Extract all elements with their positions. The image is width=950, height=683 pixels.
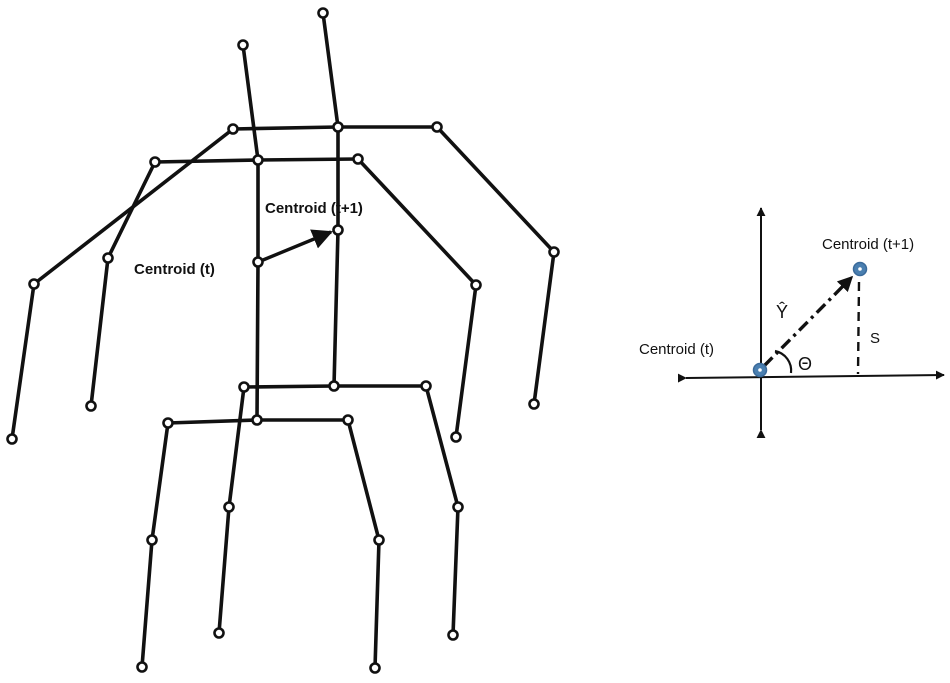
joint [149,156,161,168]
y-hat-label: Ŷ [776,302,788,322]
joint [6,433,18,445]
skeleton-centroid-t1-label: Centroid (t+1) [265,200,363,217]
bone [227,385,246,509]
bone [153,158,260,164]
joint [328,380,340,392]
joint [213,627,225,639]
joint [162,417,174,429]
joint [447,629,459,641]
bone [241,43,260,162]
bone [435,125,556,254]
joint [431,121,443,133]
bone [150,421,170,542]
joint [528,398,540,410]
skeleton-figure: Centroid (t) Centroid (t+1) [6,7,560,674]
centroid-displacement-arrow [262,229,333,262]
joint [420,380,432,392]
bone [231,125,340,131]
skeleton-t1-joints [6,7,560,641]
centroid-t1-joint [332,224,344,236]
joint [223,501,235,513]
joint [238,381,250,393]
bone [10,282,36,441]
theta-label: Θ [798,354,812,374]
bone [140,538,154,669]
centroid-t-joint [252,256,264,268]
joint [237,39,249,51]
skeleton-centroid-t-label: Centroid (t) [134,261,215,278]
joint [252,154,264,166]
s-component-line [856,281,861,375]
horizontal-axis [677,370,945,383]
bone [89,256,110,408]
vector-centroid-t1-label: Centroid (t+1) [822,236,914,253]
bone [454,283,478,439]
joint [85,400,97,412]
skeleton-t-joints [85,39,482,674]
bone [255,260,260,422]
vector-diagram: Centroid (t) Centroid (t+1) Ŷ Θ S [639,207,945,439]
bone [373,538,381,670]
bone [32,127,235,286]
displacement-vector [762,275,854,368]
joint [317,7,329,19]
centroid-t1-point-center [858,267,862,271]
theta-arc [774,349,793,374]
joint [251,414,263,426]
bone [321,11,340,129]
bone [217,505,231,635]
bone [332,228,340,388]
joint [28,278,40,290]
joint [342,414,354,426]
skeleton-t-bones [89,43,478,670]
bone [424,384,460,509]
joint [548,246,560,258]
bone [242,384,336,389]
joint [450,431,462,443]
joint [470,279,482,291]
joint [369,662,381,674]
joint [352,153,364,165]
joint [373,534,385,546]
joint [146,534,158,546]
vector-centroid-t-label: Centroid (t) [639,341,714,358]
bone [451,505,460,637]
bone [346,418,381,542]
joint [452,501,464,513]
bone [166,418,259,425]
s-label: S [870,330,880,347]
skeleton-t1-bones [10,11,556,637]
joint [332,121,344,133]
bone [532,250,556,406]
centroid-t-point-center [758,368,762,372]
joint [102,252,114,264]
skeleton-frame-t [85,39,482,674]
bone [256,157,360,162]
skeleton-frame-t1 [6,7,560,641]
joint [227,123,239,135]
bone [356,157,478,287]
joint [136,661,148,673]
